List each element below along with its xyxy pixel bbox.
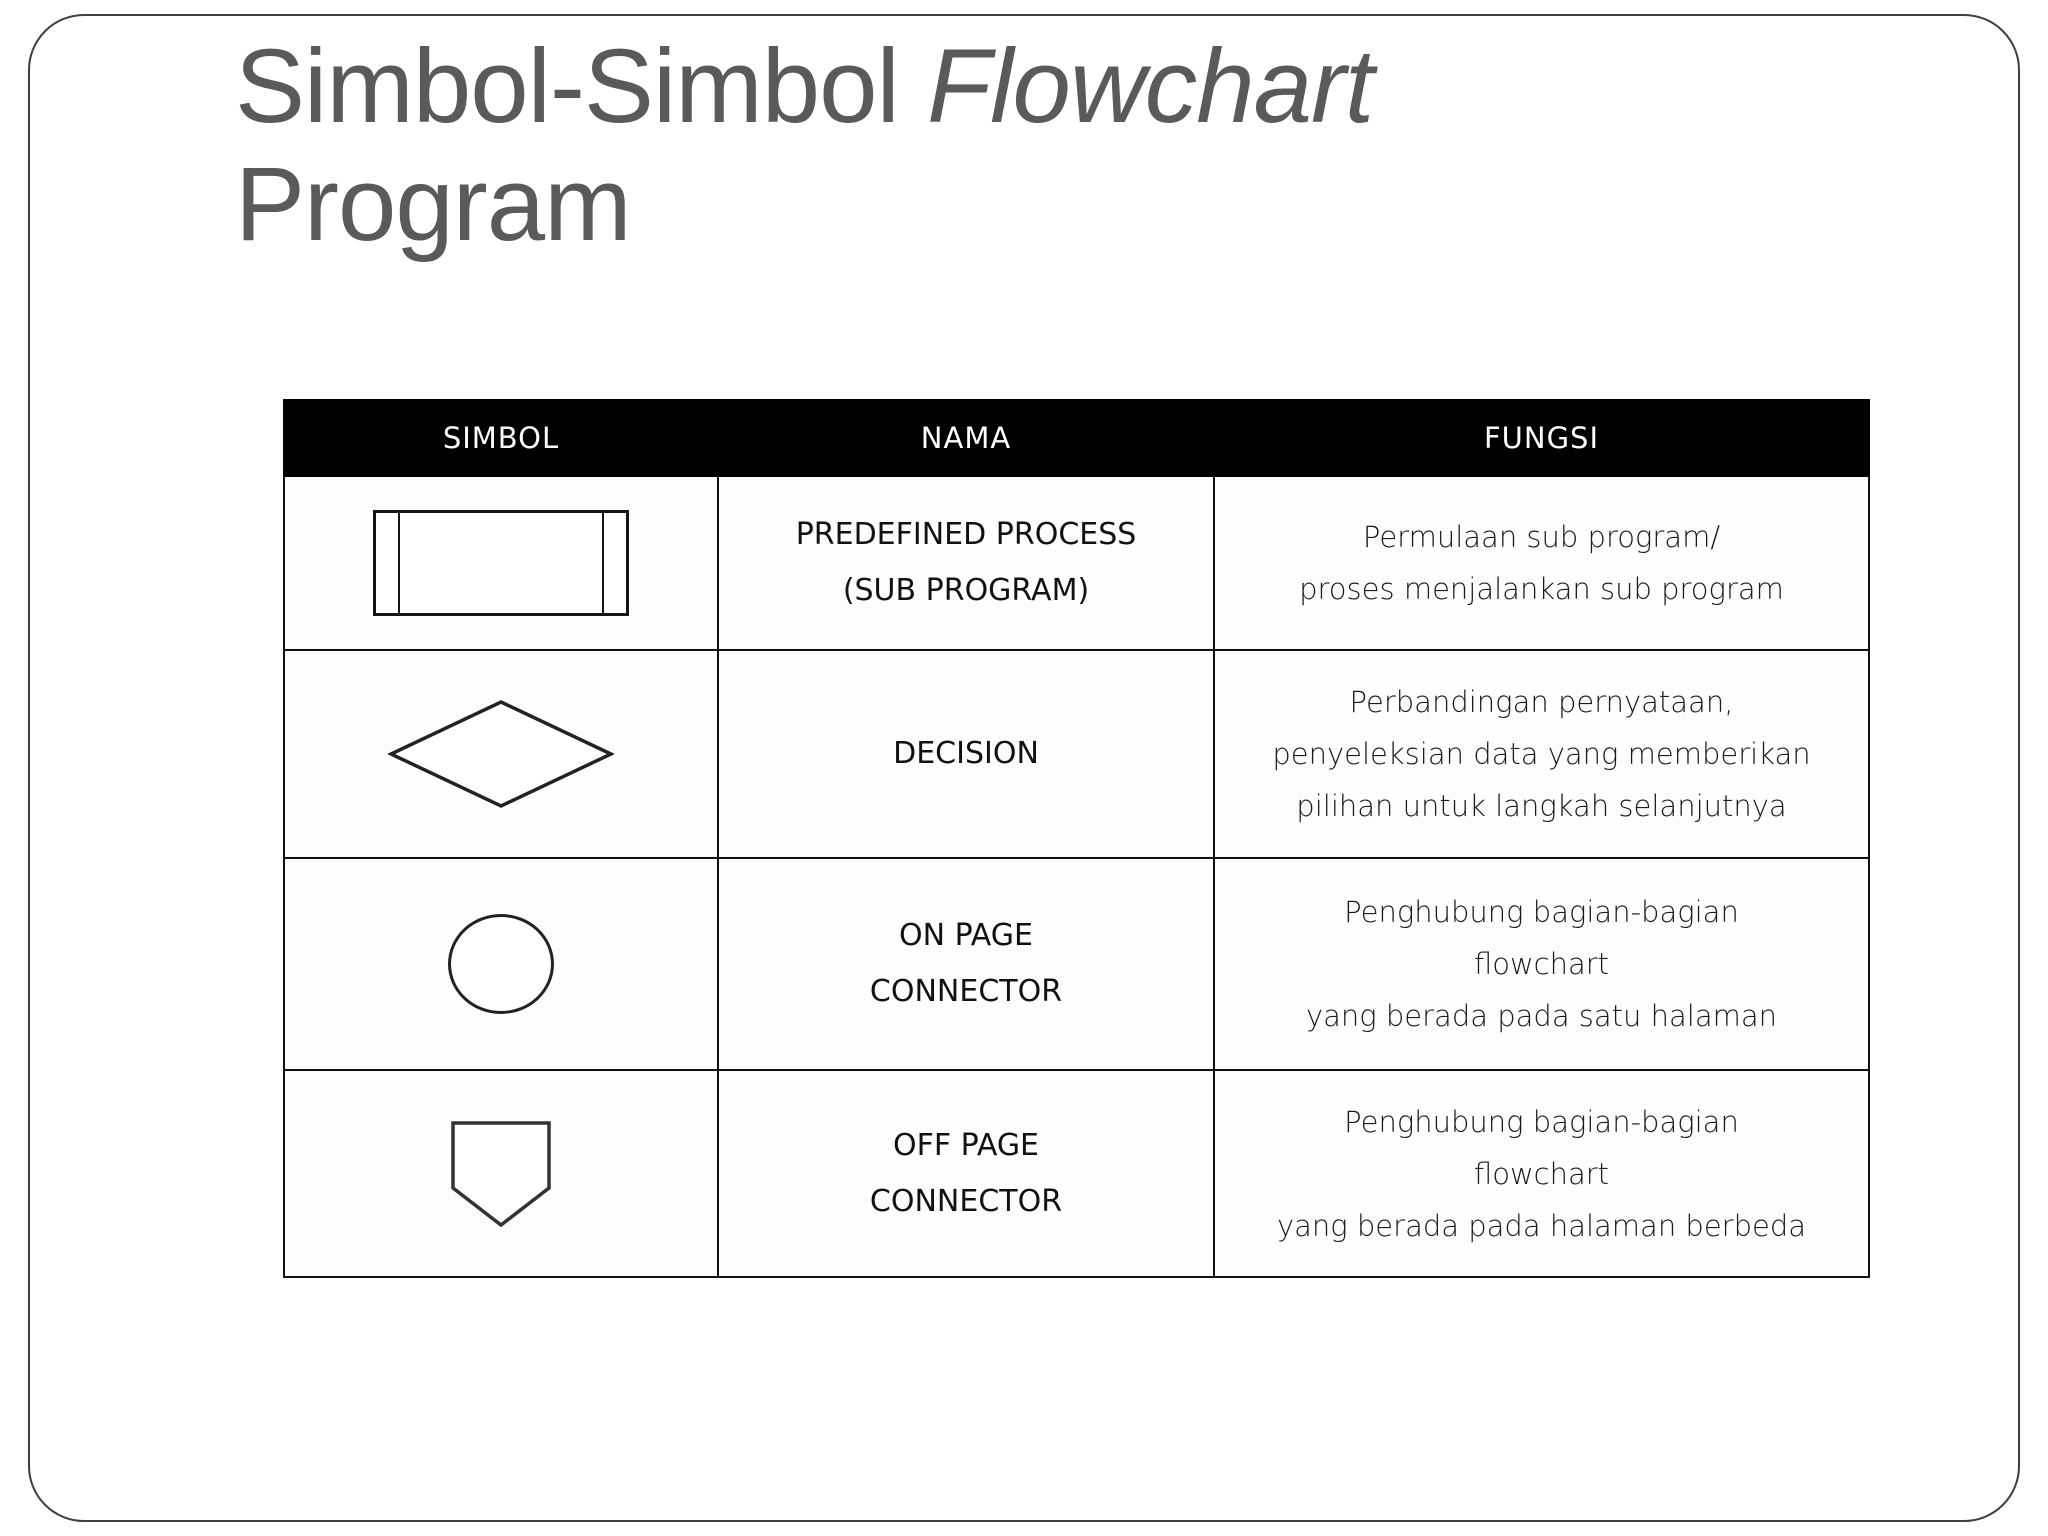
fungsi-line: flowchart: [1473, 1156, 1610, 1191]
nama-line: DECISION: [893, 736, 1039, 771]
nama-line: ON PAGE: [899, 918, 1033, 953]
nama-cell: OFF PAGE CONNECTOR: [717, 1069, 1215, 1278]
on-page-connector-icon: [285, 914, 717, 1014]
nama-line: (SUB PROGRAM): [842, 573, 1090, 608]
fungsi-line: Perbandingan pernyataan,: [1349, 685, 1734, 719]
page-title: Simbol-Simbol Flowchart Program: [235, 28, 1935, 264]
nama-line: CONNECTOR: [869, 974, 1063, 1009]
title-line1-italic: Flowchart: [927, 28, 1374, 145]
fungsi-line: proses menjalankan sub program: [1299, 572, 1784, 606]
fungsi-line: pilihan untuk langkah selanjutnya: [1296, 789, 1787, 823]
decision-diamond-icon: [285, 699, 717, 809]
nama-line: OFF PAGE: [892, 1127, 1040, 1163]
nama-cell: ON PAGE CONNECTOR: [717, 857, 1215, 1071]
column-header-fungsi: FUNGSI: [1213, 399, 1870, 477]
column-header-nama: NAMA: [717, 399, 1215, 477]
symbol-cell: [283, 1069, 719, 1278]
slide-frame: Simbol-Simbol Flowchart Program SIMBOL N…: [28, 14, 2020, 1522]
symbol-cell: [283, 857, 719, 1071]
column-header-simbol: SIMBOL: [283, 399, 719, 477]
nama-cell: DECISION: [717, 649, 1215, 859]
fungsi-line: yang berada pada satu halaman: [1305, 999, 1778, 1033]
title-line1-plain: Simbol-Simbol: [235, 28, 928, 145]
fungsi-cell: Permulaan sub program/ proses menjalanka…: [1213, 475, 1870, 651]
fungsi-line: flowchart: [1473, 947, 1610, 981]
nama-cell: PREDEFINED PROCESS (SUB PROGRAM): [717, 475, 1215, 651]
table-row: DECISION Perbandingan pernyataan, penyel…: [283, 649, 1870, 859]
fungsi-cell: Perbandingan pernyataan, penyeleksian da…: [1213, 649, 1870, 859]
fungsi-line: yang berada pada halaman berbeda: [1276, 1208, 1807, 1243]
fungsi-cell: Penghubung bagian-bagian flowchart yang …: [1213, 857, 1870, 1071]
off-page-connector-icon: [285, 1120, 717, 1228]
fungsi-line: Penghubung bagian-bagian: [1344, 895, 1739, 929]
title-line2: Program: [235, 146, 632, 263]
table-row: PREDEFINED PROCESS (SUB PROGRAM) Permula…: [283, 475, 1870, 651]
fungsi-line: penyeleksian data yang memberikan: [1272, 737, 1811, 771]
table-row: ON PAGE CONNECTOR Penghubung bagian-bagi…: [283, 857, 1870, 1071]
symbol-cell: [283, 649, 719, 859]
nama-line: PREDEFINED PROCESS: [795, 517, 1137, 552]
table-row: OFF PAGE CONNECTOR Penghubung bagian-bag…: [283, 1069, 1870, 1278]
fungsi-line: Permulaan sub program/: [1362, 520, 1721, 554]
fungsi-cell: Penghubung bagian-bagian flowchart yang …: [1213, 1069, 1870, 1278]
table-header-row: SIMBOL NAMA FUNGSI: [283, 399, 1870, 477]
predefined-process-icon: [285, 510, 717, 616]
symbol-cell: [283, 475, 719, 651]
flowchart-symbol-table: SIMBOL NAMA FUNGSI PREDEFINED PROCESS (S…: [283, 399, 1870, 1278]
nama-line: CONNECTOR: [869, 1183, 1063, 1219]
fungsi-line: Penghubung bagian-bagian: [1344, 1104, 1739, 1139]
